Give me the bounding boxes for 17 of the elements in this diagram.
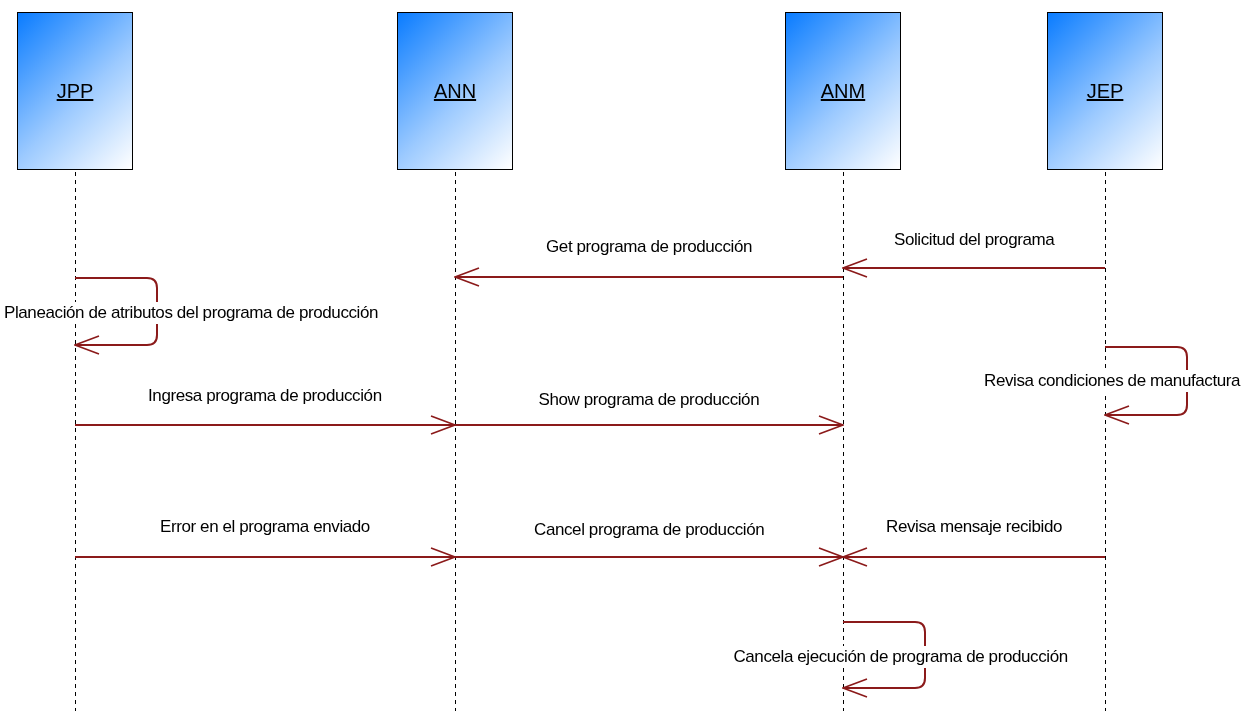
message-label: Revisa condiciones de manufactura [982,370,1243,392]
message-label: Cancela ejecución de programa de producción [731,646,1070,668]
message-arrow [454,415,844,435]
lifeline-name: ANN [433,79,477,103]
message-label: Planeación de atributos del programa de producción [2,302,381,324]
message-arrow [74,415,456,435]
message-arrow [74,277,158,355]
message-arrow [454,547,844,567]
message-arrow [842,547,1106,567]
lifeline-name: JPP [56,79,94,103]
message-arrow [454,267,844,287]
message-arrow [842,621,926,698]
lifeline-name: JEP [1086,79,1124,103]
message-arrow [1104,346,1188,425]
message-arrow [74,547,456,567]
message-arrow [842,258,1106,278]
lifeline-name: ANM [820,79,866,103]
